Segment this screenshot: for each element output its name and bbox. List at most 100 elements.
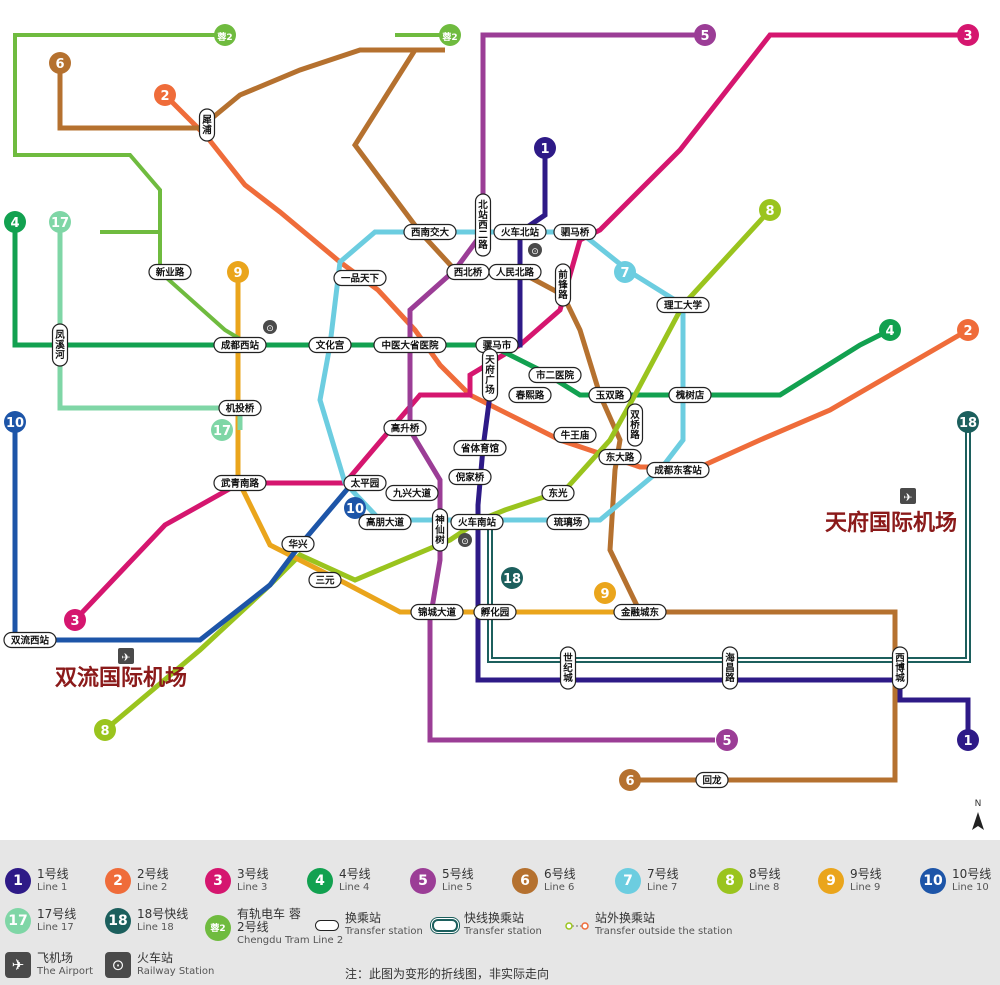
transfer-station-label: 金融城东	[620, 607, 660, 619]
transfer-station[interactable]: 玉双路	[588, 386, 632, 404]
transfer-station[interactable]: 太平园	[343, 474, 387, 492]
transfer-station[interactable]: 火车南站	[450, 513, 504, 531]
transfer-station-label: 世纪城	[563, 652, 573, 684]
transfer-station[interactable]: 锦城大道	[410, 603, 464, 621]
transfer-station[interactable]: 三元	[308, 571, 342, 589]
transfer-station[interactable]: 双桥路	[626, 403, 644, 447]
transfer-pill	[546, 513, 590, 531]
transfer-pill	[891, 646, 909, 690]
transfer-pill	[3, 631, 57, 649]
legend-badge: 7	[615, 868, 641, 894]
transfer-station[interactable]: 新业路	[148, 263, 192, 281]
transfer-station[interactable]: 华兴	[281, 535, 315, 553]
transfer-station[interactable]: 机投桥	[218, 399, 262, 417]
line-3-path	[73, 32, 968, 622]
legend-line-en: Line 3	[237, 882, 268, 893]
transfer-station[interactable]: 犀浦	[198, 108, 216, 142]
transfer-station-label: 省体育馆	[460, 443, 500, 455]
transfer-pill	[473, 603, 517, 621]
transfer-station[interactable]: 中医大省医院	[373, 336, 447, 354]
transfer-station-label: 中医大省医院	[381, 340, 439, 352]
transfer-station[interactable]: 西博城	[891, 646, 909, 690]
transfer-station-label: 锦城大道	[418, 607, 457, 619]
transfer-station-label: 高升桥	[391, 423, 420, 435]
transfer-pill	[553, 223, 597, 241]
transfer-station-label: 西博城	[895, 653, 905, 684]
transfer-station[interactable]: 驷马桥	[553, 223, 597, 241]
line-2-path	[163, 93, 970, 470]
transfer-station[interactable]: 东大路	[598, 448, 642, 466]
transfer-station-label: 成都东客站	[654, 465, 702, 477]
transfer-station[interactable]: 高朋大道	[358, 513, 412, 531]
transfer-pill	[553, 426, 597, 444]
legend-badge: 2	[105, 868, 131, 894]
transfer-station[interactable]: 金融城东	[613, 603, 667, 621]
transfer-station[interactable]: 神仙树	[431, 508, 449, 552]
transfer-station[interactable]: 火车北站	[493, 223, 547, 241]
legend-line-cn: 8号线	[749, 867, 781, 881]
transfer-station[interactable]: 成都东客站	[646, 461, 710, 479]
badge-line-6: 6	[55, 57, 64, 72]
tianfu-airport-icon	[900, 488, 916, 504]
transfer-station[interactable]: 凤溪河	[51, 323, 69, 367]
badge-tram-2-end: 蓉2	[441, 31, 457, 43]
transfer-pill	[448, 468, 492, 486]
transfer-pill	[626, 403, 644, 447]
transfer-station[interactable]: 理工大学	[656, 296, 710, 314]
legend-railway-cn: 火车站	[137, 951, 174, 965]
transfer-pill	[695, 771, 729, 789]
transfer-station[interactable]: 双流西站	[3, 631, 57, 649]
transfer-station[interactable]: 世纪城	[559, 646, 577, 690]
transfer-station-label: 双流西站	[10, 635, 50, 647]
transfer-station[interactable]: 成都西站	[213, 336, 267, 354]
legend-badge: 9	[818, 868, 844, 894]
transfer-station[interactable]: 琉璃场	[546, 513, 590, 531]
legend-line-cn: 4号线	[339, 867, 371, 881]
transfer-station[interactable]: 前锋路	[554, 263, 572, 307]
legend-line-en: Line 8	[749, 882, 780, 893]
transfer-station[interactable]: 一品天下	[333, 269, 387, 287]
legend-badge: 8	[717, 868, 743, 894]
legend-line-en: Line 7	[647, 882, 678, 893]
legend-badge: 蓉2	[205, 914, 231, 941]
transfer-station[interactable]: 槐树店	[668, 386, 712, 404]
legend-line-cn: 有轨电车 蓉2号线	[237, 907, 301, 934]
transfer-station-label: 市二医院	[536, 370, 575, 382]
transfer-station[interactable]: 东光	[541, 484, 575, 502]
transfer-station[interactable]: 市二医院	[528, 366, 582, 384]
transfer-station[interactable]: 省体育馆	[453, 439, 507, 457]
transfer-station[interactable]: 西北桥	[446, 263, 490, 281]
badge-line-8: 8	[765, 204, 774, 219]
transfer-station-label: 驷马桥	[561, 227, 590, 239]
transfer-station[interactable]: 回龙	[695, 771, 729, 789]
transfer-station[interactable]: 牛王庙	[553, 426, 597, 444]
transfer-station[interactable]: 天府广场	[481, 348, 499, 402]
legend-line-cn: 7号线	[647, 867, 679, 881]
transfer-station[interactable]: 武青南路	[213, 474, 267, 492]
badge-line-4-end: 4	[885, 324, 894, 339]
transfer-station[interactable]: 九兴大道	[385, 484, 439, 502]
transfer-station[interactable]: 春熙路	[508, 386, 552, 404]
transfer-station[interactable]: 北站西二路	[474, 193, 492, 257]
transfer-pill	[450, 513, 504, 531]
transfer-pill	[308, 571, 342, 589]
transfer-pill	[613, 603, 667, 621]
map-note: 注：此图为变形的折线图，非实际走向	[345, 967, 550, 981]
transfer-station[interactable]: 骡马市	[475, 336, 519, 354]
transfer-station[interactable]: 孵化园	[473, 603, 517, 621]
transfer-station[interactable]: 文化宫	[308, 336, 352, 354]
legend-airport-en: The Airport	[37, 966, 94, 977]
transfer-station[interactable]: 西南交大	[403, 223, 457, 241]
transfer-station[interactable]: 人民北路	[488, 263, 542, 281]
transfer-station[interactable]: 海昌路	[721, 646, 739, 690]
transfer-station[interactable]: 倪家桥	[448, 468, 492, 486]
transfer-station[interactable]: 高升桥	[383, 419, 427, 437]
transfer-station-label: 火车北站	[501, 227, 540, 239]
